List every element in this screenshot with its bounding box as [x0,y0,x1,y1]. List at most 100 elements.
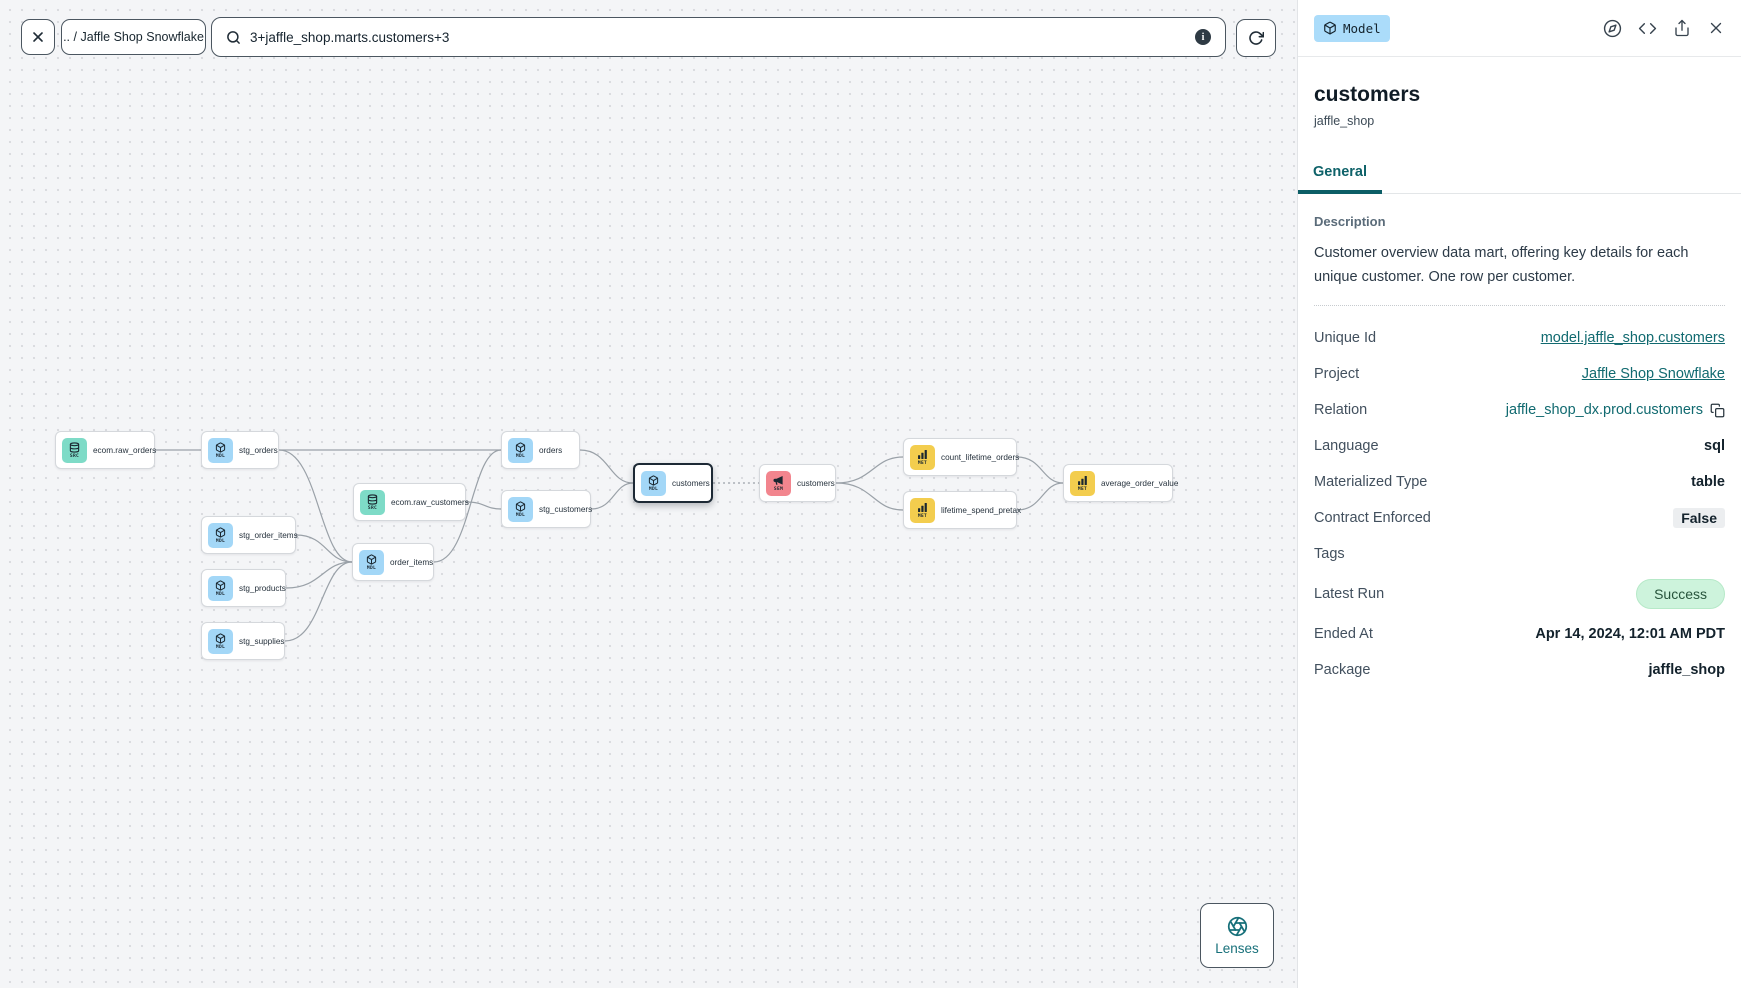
field-value: jaffle_shop [1648,662,1725,678]
view-code-button[interactable] [1638,19,1657,38]
compass-icon [1603,19,1622,37]
field-label: Language [1314,438,1379,454]
cube-icon: MDL [208,628,233,654]
refresh-icon [1249,31,1264,45]
panel-tabs: General [1298,156,1741,194]
node-label: ecom.raw_customers [391,497,469,507]
contract-chip: False [1673,508,1725,528]
edge-orders-to-customers [579,449,634,484]
field-row-contract-enforced: Contract Enforced False [1314,500,1725,536]
status-badge: Success [1636,579,1725,609]
node-label: ecom.raw_orders [93,445,157,455]
field-label: Tags [1314,546,1345,562]
field-value: Jaffle Shop Snowflake [1582,366,1725,382]
edge-stg_supplies-to-order_items [284,561,353,642]
close-icon [33,32,43,42]
field-link[interactable]: Jaffle Shop Snowflake [1581,366,1725,382]
tab-general[interactable]: General [1298,156,1382,194]
copy-icon[interactable] [1710,403,1725,418]
info-icon[interactable]: i [1195,29,1211,45]
panel-header: Model [1298,0,1741,57]
share-button[interactable] [1673,19,1691,37]
bar-chart-icon: MET [1070,470,1095,496]
node-label: average_order_value [1101,478,1179,488]
database-icon: SRC [62,437,87,463]
edge-stg_order_items-to-order_items [295,534,353,563]
field-row-unique-id: Unique Id model.jaffle_shop.customers [1314,320,1725,356]
breadcrumb-label: .. / Jaffle Shop Snowflake [63,30,204,44]
field-value: Apr 14, 2024, 12:01 AM PDT [1535,626,1725,642]
divider [1314,305,1725,306]
node-label: customers [797,478,835,488]
share-icon [1675,19,1689,37]
edge-customers_sem-to-lifetime_spend_pretax [835,482,904,511]
edge-lifetime_spend_pretax-to-average_order_value [1016,482,1064,511]
lineage-node-customers_sem[interactable]: SEM customers [759,464,836,502]
field-value: table [1691,474,1725,490]
explore-lineage-button[interactable] [1603,19,1622,38]
node-label: count_lifetime_orders [941,452,1020,462]
cube-icon: MDL [208,522,233,548]
node-label: stg_customers [539,504,593,514]
node-label: stg_orders [239,445,278,455]
field-label: Latest Run [1314,586,1385,602]
search-input[interactable] [250,29,1186,45]
cube-icon: MDL [508,496,533,522]
lineage-node-stg_order_items[interactable]: MDL stg_order_items [201,516,298,554]
description-text: Customer overview data mart, offering ke… [1314,245,1689,285]
lenses-button[interactable]: Lenses [1200,903,1274,968]
resource-type-label: Model [1343,20,1381,36]
description-label: Description [1314,214,1386,229]
field-row-package: Package jaffle_shop [1314,652,1725,688]
search-icon [227,30,240,44]
cube-icon [1324,21,1336,35]
field-label: Contract Enforced [1314,510,1431,526]
field-link[interactable]: model.jaffle_shop.customers [1540,330,1725,346]
lineage-node-average_order_value[interactable]: MET average_order_value [1063,464,1178,502]
field-value: model.jaffle_shop.customers [1541,330,1725,346]
field-label: Materialized Type [1314,474,1428,490]
close-panel-button[interactable] [1707,19,1725,37]
edge-order_items-to-orders [433,449,502,563]
edge-stg_customers-to-customers [590,482,634,510]
edge-count_lifetime_orders-to-average_order_value [1016,456,1064,484]
bar-chart-icon: MET [910,497,935,523]
lineage-node-count_lifetime_orders[interactable]: MET count_lifetime_orders [903,438,1020,476]
field-label: Project [1314,366,1360,382]
package-subtitle: jaffle_shop [1314,114,1375,128]
edge-customers_sem-to-count_lifetime_orders [835,456,904,484]
breadcrumb[interactable]: .. / Jaffle Shop Snowflake [61,19,206,55]
field-row-project: Project Jaffle Shop Snowflake [1314,356,1725,392]
field-value: Success [1636,579,1725,609]
close-lineage-button[interactable] [21,19,55,55]
field-label: Unique Id [1314,330,1377,346]
field-label: Package [1314,662,1371,678]
field-row-tags: Tags [1314,536,1725,572]
node-label: orders [539,445,563,455]
field-label: Relation [1314,402,1368,418]
refresh-button[interactable] [1236,19,1276,57]
lineage-search[interactable]: i [211,17,1226,57]
bar-chart-icon: MET [910,444,935,470]
lineage-node-ecom_raw_orders[interactable]: SRC ecom.raw_orders [55,431,157,469]
page-title: customers [1314,83,1421,106]
cube-icon: MDL [508,437,533,463]
lineage-node-orders[interactable]: MDL orders [501,431,580,469]
megaphone-icon: SEM [766,470,791,496]
lineage-node-stg_customers[interactable]: MDL stg_customers [501,490,593,528]
node-label: order_items [390,557,434,567]
resource-type-badge: Model [1314,14,1390,42]
node-label: stg_order_items [239,530,298,540]
edges-layer [154,449,1064,642]
